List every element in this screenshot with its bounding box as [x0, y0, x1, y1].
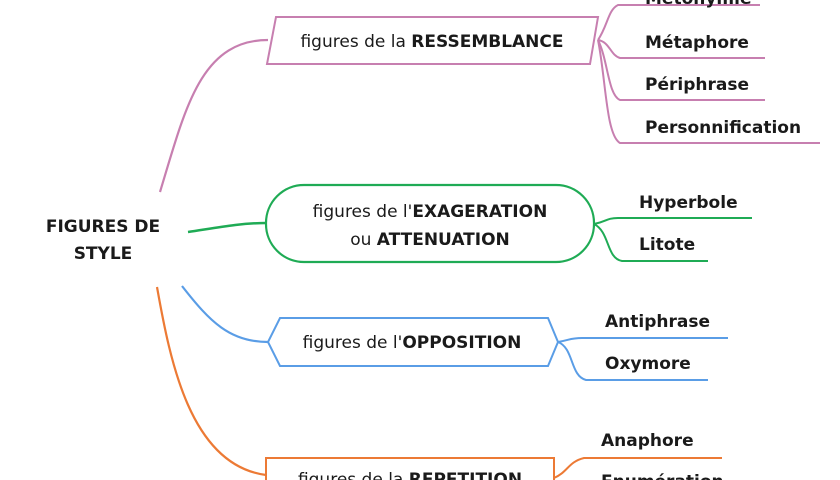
repetition-label: figures de la REPETITION [298, 470, 522, 480]
leaf-enumeration[interactable]: Enumération [601, 472, 724, 480]
ressemblance-node-shape [265, 16, 600, 65]
ressemblance-label: figures de la RESSEMBLANCE [300, 32, 563, 52]
leaf-metaphore[interactable]: Métaphore [645, 33, 749, 53]
connector-antiphrase [557, 337, 728, 343]
leaf-anaphore[interactable]: Anaphore [601, 431, 694, 451]
leaf-hyperbole[interactable]: Hyperbole [639, 193, 738, 213]
exageration-prefix: figures de l' [313, 202, 413, 222]
exageration-node-shape [264, 183, 596, 264]
leaf-periphrase[interactable]: Périphrase [645, 75, 749, 95]
branch-repetition[interactable]: figures de la REPETITION [265, 457, 555, 480]
ressemblance-prefix: figures de la [300, 32, 411, 52]
leaf-antiphrase[interactable]: Antiphrase [605, 312, 710, 332]
repetition-keyword: REPETITION [409, 470, 522, 480]
connector-opposition [181, 285, 269, 344]
central-topic-line1: FIGURES DE [46, 217, 160, 237]
attenuation-keyword: ATTENUATION [377, 230, 510, 250]
exageration-label-line2: ou ATTENUATION [350, 230, 510, 250]
leaf-litote[interactable]: Litote [639, 235, 695, 255]
leaf-metonymie[interactable]: Métonymie [645, 0, 752, 9]
opposition-keyword: OPPOSITION [402, 333, 521, 353]
connector-personnification [597, 39, 820, 144]
exageration-keyword: EXAGERATION [412, 202, 547, 222]
central-topic-line2: STYLE [74, 244, 133, 264]
exageration-label-line1: figures de l'EXAGERATION [313, 202, 548, 222]
opposition-prefix: figures de l' [303, 333, 403, 353]
connector-metonymie [597, 4, 760, 41]
opposition-node-shape [266, 317, 560, 367]
branch-opposition[interactable]: figures de l'OPPOSITION [266, 317, 560, 367]
leaf-oxymore[interactable]: Oxymore [605, 354, 691, 374]
ressemblance-keyword: RESSEMBLANCE [411, 32, 563, 52]
connector-metaphore [597, 39, 765, 59]
connector-periphrase [597, 39, 765, 101]
repetition-prefix: figures de la [298, 470, 409, 480]
opposition-label: figures de l'OPPOSITION [303, 333, 522, 353]
central-topic[interactable]: FIGURES DE STYLE [46, 217, 160, 264]
connector-hyperbole [593, 217, 752, 225]
branch-exageration[interactable]: figures de l'EXAGERATION ou ATTENUATION [264, 183, 596, 264]
leaf-personnification[interactable]: Personnification [645, 118, 801, 138]
branch-ressemblance[interactable]: figures de la RESSEMBLANCE [265, 16, 600, 65]
connector-anaphore [553, 457, 722, 479]
connector-ressemblance [158, 38, 269, 193]
connector-repetition [155, 286, 267, 477]
connector-oxymore [557, 341, 708, 381]
attenuation-prefix: ou [350, 230, 377, 250]
connector-exageration [187, 221, 267, 234]
connector-litote [593, 223, 708, 262]
